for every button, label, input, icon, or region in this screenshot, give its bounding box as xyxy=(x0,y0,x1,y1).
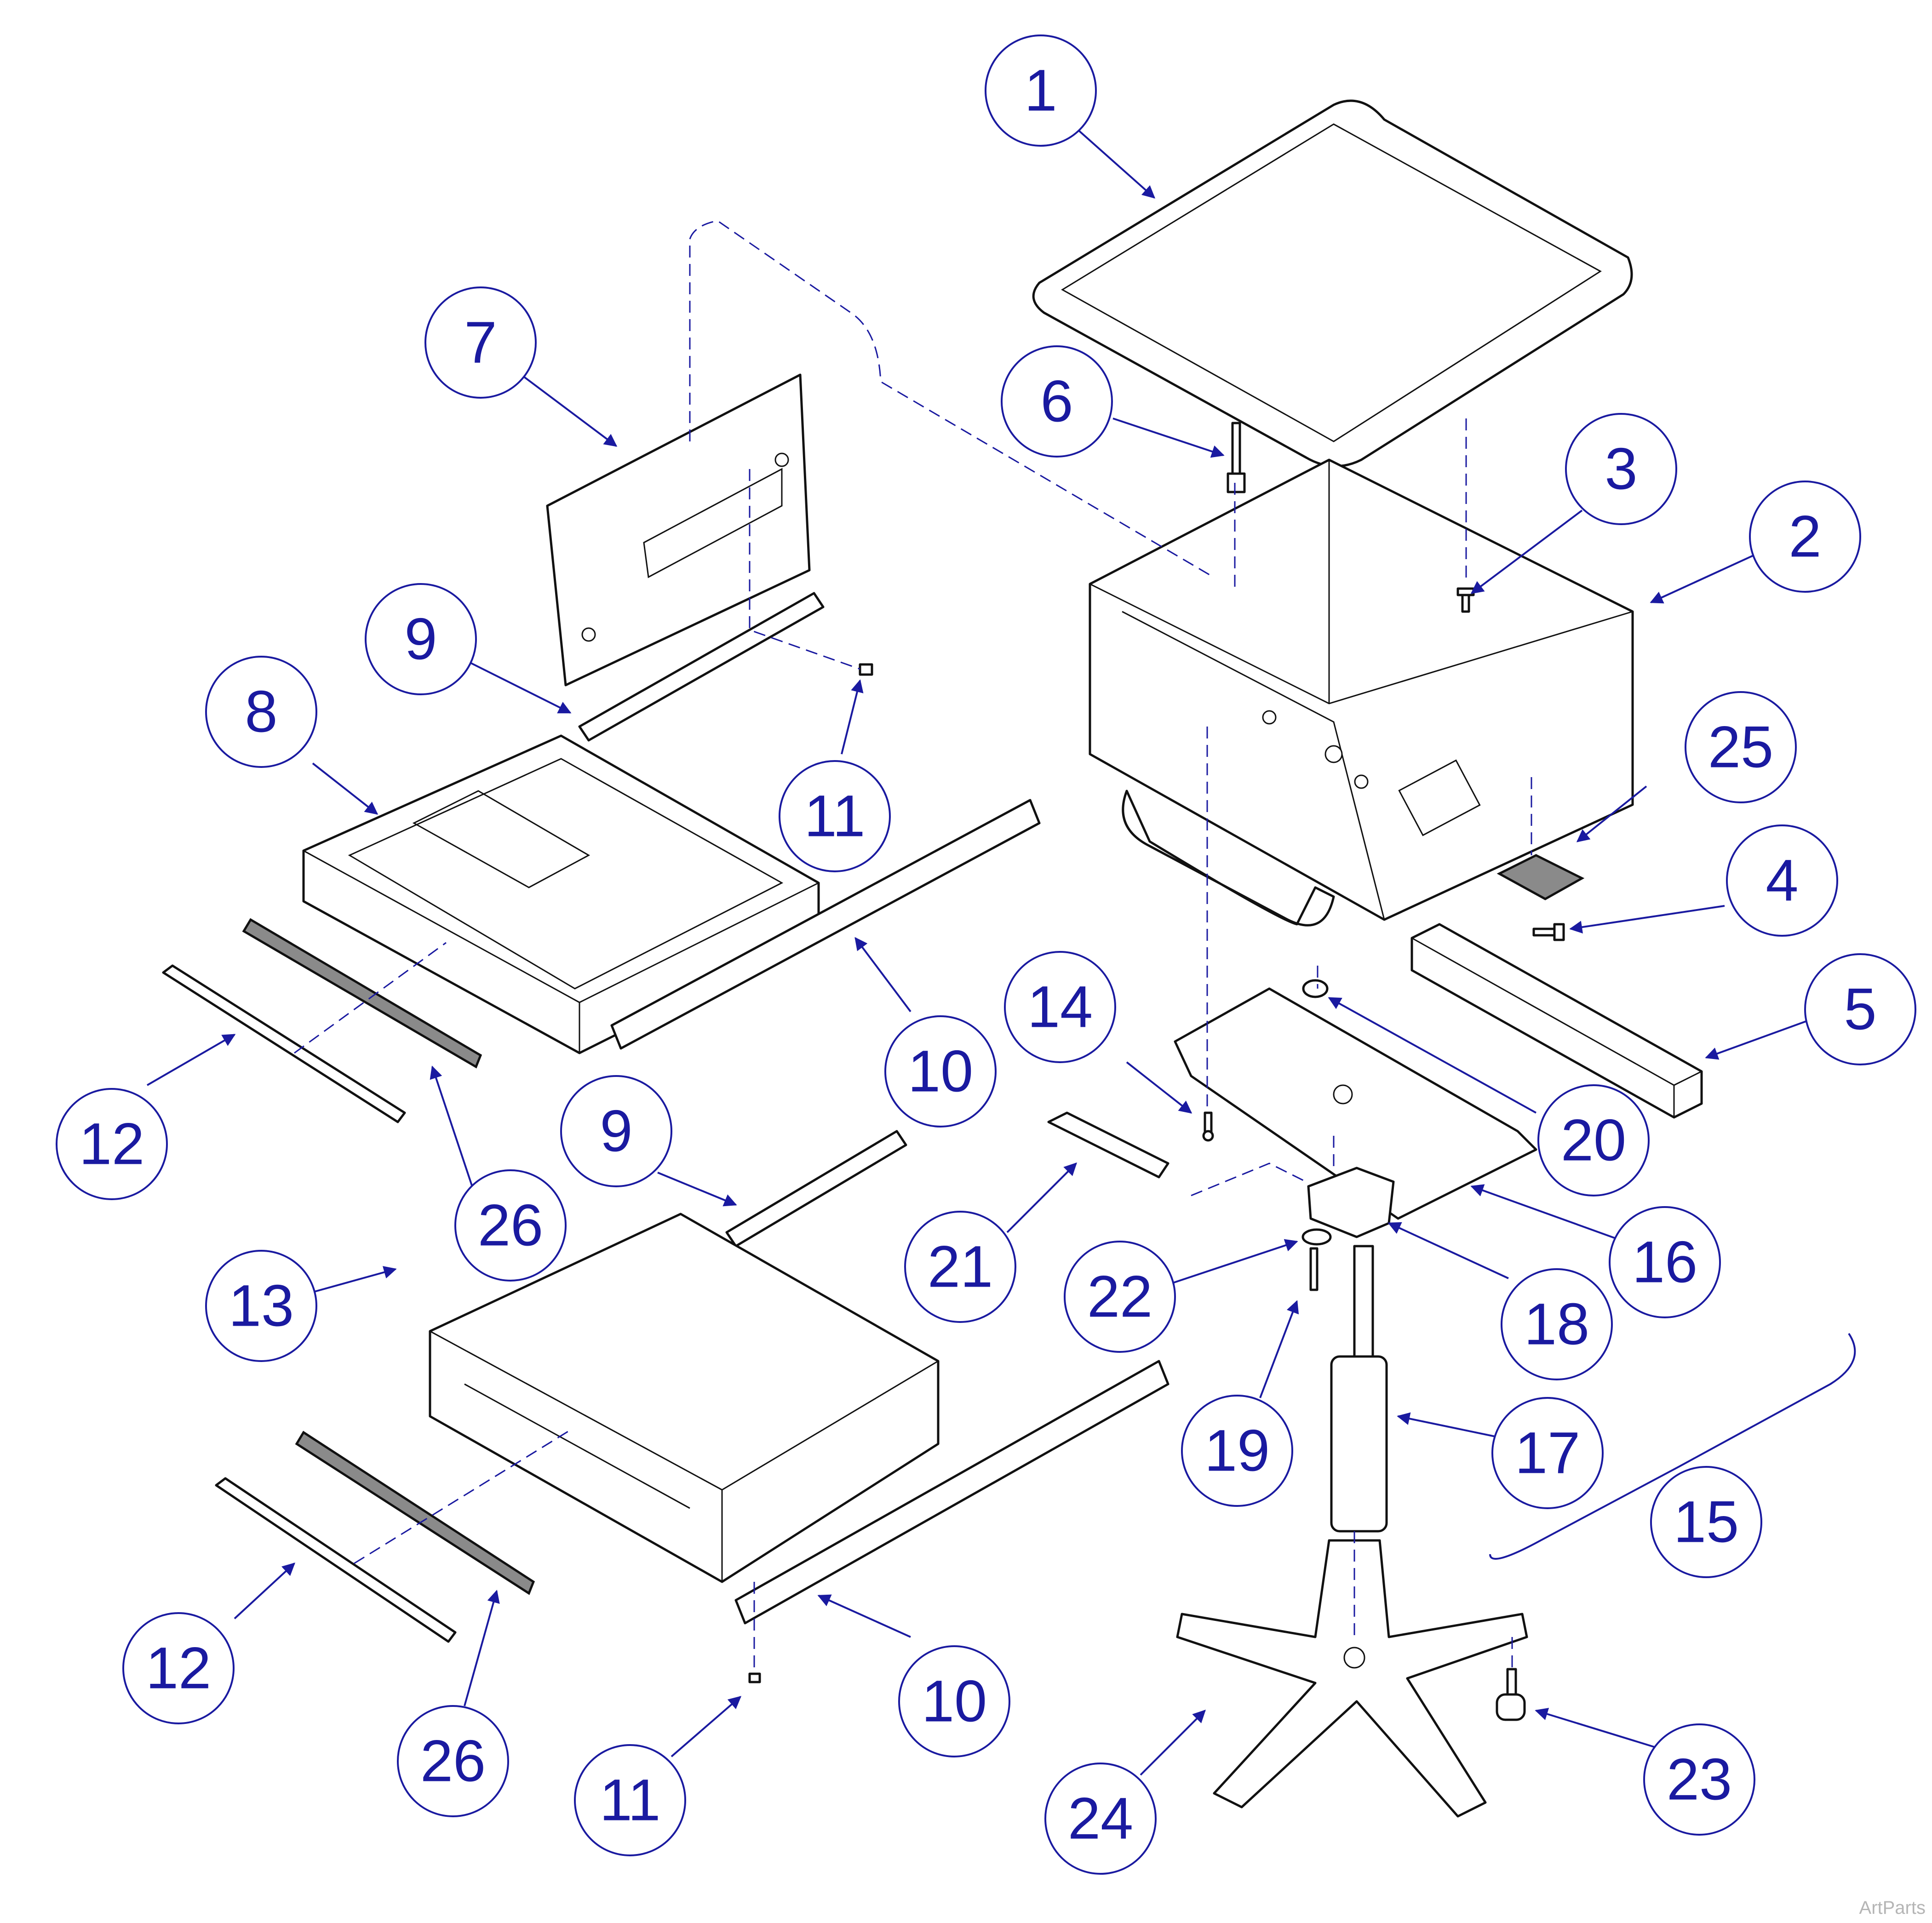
washer-22 xyxy=(1301,1228,1332,1246)
callout-20: 20 xyxy=(1537,1084,1650,1196)
callout-19: 19 xyxy=(1181,1395,1293,1507)
callout-8: 8 xyxy=(205,656,317,768)
svg-text:8: 8 xyxy=(245,679,277,745)
svg-text:11: 11 xyxy=(804,784,866,849)
svg-text:19: 19 xyxy=(1204,1418,1270,1484)
svg-text:4: 4 xyxy=(1766,848,1798,914)
callout-24: 24 xyxy=(1044,1763,1157,1875)
callout-9-lower: 9 xyxy=(560,1075,672,1187)
callout-6: 6 xyxy=(1001,345,1113,458)
screw-11-lower xyxy=(748,1672,761,1683)
callout-13: 13 xyxy=(205,1250,317,1362)
upper-slide-9 xyxy=(578,592,825,742)
callout-5: 5 xyxy=(1804,953,1916,1065)
callout-10-upper: 10 xyxy=(884,1015,997,1127)
svg-text:6: 6 xyxy=(1040,369,1073,435)
grey-strip-26-lower xyxy=(295,1431,535,1595)
nut-20 xyxy=(1302,979,1329,998)
svg-text:12: 12 xyxy=(79,1111,144,1177)
label-plate-25 xyxy=(1496,854,1585,900)
svg-text:26: 26 xyxy=(420,1728,486,1794)
svg-text:11: 11 xyxy=(600,1768,661,1833)
gas-cylinder xyxy=(1330,1245,1388,1533)
artparts-watermark: ArtParts xyxy=(1859,1898,1926,1918)
callout-12-lower: 12 xyxy=(122,1612,235,1724)
svg-text:13: 13 xyxy=(229,1273,294,1339)
svg-text:22: 22 xyxy=(1087,1264,1152,1330)
shallow-drawer xyxy=(302,734,820,1054)
svg-text:21: 21 xyxy=(928,1234,993,1300)
pin-6 xyxy=(1227,422,1246,493)
svg-text:10: 10 xyxy=(922,1669,987,1734)
svg-text:15: 15 xyxy=(1674,1489,1739,1555)
callout-9-upper: 9 xyxy=(365,583,477,695)
svg-text:26: 26 xyxy=(478,1193,543,1259)
callout-14: 14 xyxy=(1004,951,1116,1063)
trim-strip-12-lower xyxy=(215,1477,457,1643)
svg-text:17: 17 xyxy=(1515,1420,1580,1486)
callout-12-upper: 12 xyxy=(56,1088,168,1200)
seat-plate xyxy=(1174,987,1537,1220)
star-base xyxy=(1176,1539,1528,1818)
callout-leaders xyxy=(146,123,1856,1776)
caster-23 xyxy=(1496,1668,1526,1721)
mounting-plate xyxy=(546,373,811,687)
grey-strip-26-upper xyxy=(242,918,482,1069)
callout-1: 1 xyxy=(985,34,1097,147)
callout-22: 22 xyxy=(1064,1241,1176,1353)
callout-21: 21 xyxy=(904,1211,1016,1323)
svg-text:23: 23 xyxy=(1667,1747,1732,1813)
bolt-19 xyxy=(1309,1247,1319,1291)
svg-text:10: 10 xyxy=(908,1039,973,1105)
callout-26-lower: 26 xyxy=(397,1705,509,1817)
svg-text:1: 1 xyxy=(1024,58,1057,124)
svg-text:12: 12 xyxy=(146,1636,211,1701)
support-bar xyxy=(1410,923,1703,1119)
svg-text:14: 14 xyxy=(1027,974,1093,1040)
callout-15: 15 xyxy=(1650,1466,1762,1578)
callout-10-lower: 10 xyxy=(898,1645,1010,1757)
upper-rail-10 xyxy=(610,799,1041,1050)
bolt-4 xyxy=(1532,923,1565,941)
assembly-lines xyxy=(294,220,1532,1674)
svg-text:18: 18 xyxy=(1524,1292,1589,1357)
svg-text:25: 25 xyxy=(1708,715,1773,780)
callout-26-upper: 26 xyxy=(454,1169,567,1282)
svg-text:7: 7 xyxy=(464,310,497,376)
svg-text:20: 20 xyxy=(1561,1108,1626,1173)
lower-rail-10 xyxy=(734,1360,1170,1625)
seat-mechanism xyxy=(1307,1167,1395,1238)
screw-11-upper xyxy=(859,663,873,676)
lower-slide-9 xyxy=(725,1130,907,1248)
top-tray xyxy=(1032,99,1633,468)
svg-text:16: 16 xyxy=(1632,1230,1697,1295)
callout-11-lower: 11 xyxy=(574,1744,686,1856)
cabinet-frame xyxy=(1089,458,1634,927)
callout-3: 3 xyxy=(1565,413,1677,525)
callout-7: 7 xyxy=(424,286,537,399)
callout-4: 4 xyxy=(1726,824,1838,937)
trim-strip-12-upper xyxy=(162,964,406,1123)
svg-text:5: 5 xyxy=(1844,977,1876,1042)
callout-23: 23 xyxy=(1643,1723,1755,1836)
svg-text:3: 3 xyxy=(1605,436,1637,502)
lever-21 xyxy=(1047,1111,1170,1179)
svg-text:24: 24 xyxy=(1068,1786,1133,1852)
screw-14 xyxy=(1202,1111,1214,1142)
callout-17: 17 xyxy=(1491,1397,1604,1509)
callout-16: 16 xyxy=(1609,1206,1721,1318)
callout-25: 25 xyxy=(1685,691,1797,803)
deep-drawer xyxy=(429,1213,940,1583)
svg-text:2: 2 xyxy=(1789,504,1821,570)
svg-text:9: 9 xyxy=(600,1099,632,1164)
callout-11-upper: 11 xyxy=(779,760,891,872)
svg-text:9: 9 xyxy=(404,607,437,672)
callout-2: 2 xyxy=(1749,481,1861,593)
callout-18: 18 xyxy=(1501,1268,1613,1380)
